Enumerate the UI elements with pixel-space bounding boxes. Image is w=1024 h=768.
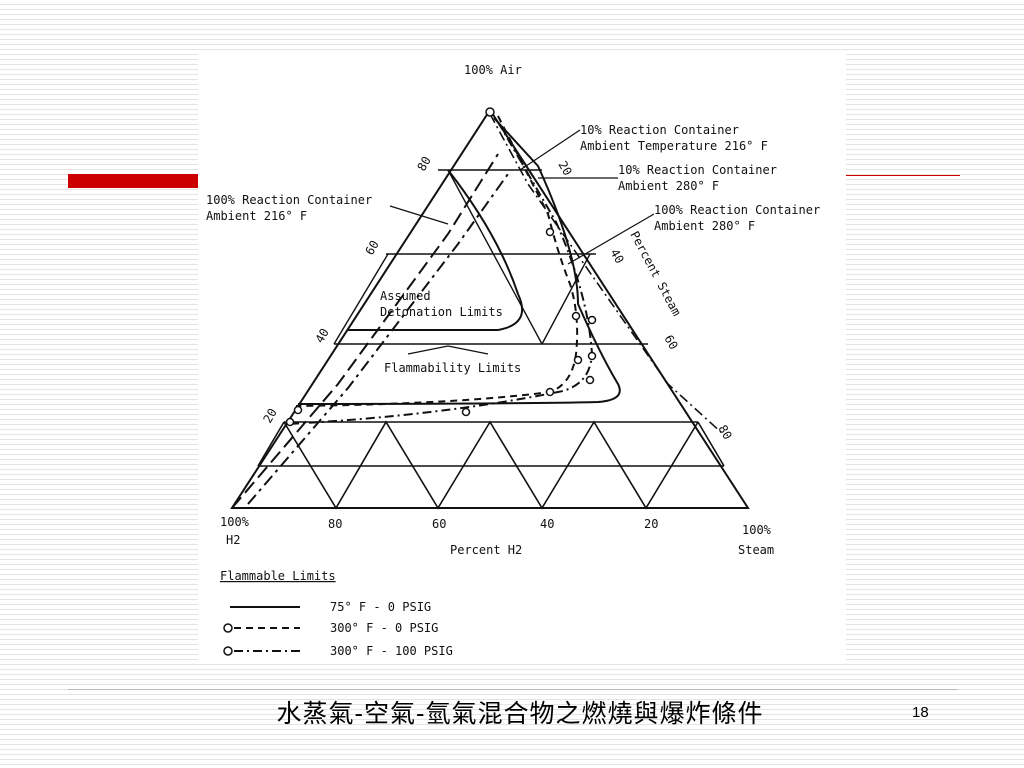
annotation-text: 100% Reaction Container — [206, 193, 372, 207]
left-tick-label: 40 — [312, 326, 331, 346]
apex-label-air: 100% Air — [464, 63, 522, 77]
annotation-text: Ambient 216° F — [206, 209, 307, 223]
axis-title-percent-h2: Percent H2 — [450, 543, 522, 557]
bottom-tick-label: 60 — [432, 517, 446, 531]
ternary-diagram: 100% Air 100% H2 100% Steam Percent H2 P… — [206, 63, 820, 658]
slide-title: 水蒸氣-空氣-氫氣混合物之燃燒與爆炸條件 — [276, 699, 764, 728]
legend-item: 300° F - 100 PSIG — [223, 644, 453, 658]
bottom-tick-label: 20 — [644, 517, 658, 531]
footer-divider — [68, 689, 958, 690]
slide-number: 18 — [912, 704, 929, 721]
guide-line-left-1 — [231, 153, 499, 509]
right-tick-label: 80 — [715, 423, 734, 443]
left-tick-label: 20 — [260, 406, 279, 426]
right-tick-label: 60 — [661, 333, 680, 353]
detonation-limit-curve — [348, 169, 523, 331]
svg-text:75° F - 0 PSIG: 75° F - 0 PSIG — [330, 600, 431, 614]
annotation-text: 10% Reaction Container — [618, 163, 777, 177]
annotation-text: Ambient 280° F — [654, 219, 755, 233]
left-tick-label: 80 — [414, 154, 433, 174]
triangle-outline — [230, 108, 750, 509]
apex-label-steam-percent: 100% — [742, 523, 772, 537]
right-tick-label: 20 — [555, 159, 574, 179]
annotation-text: 100% Reaction Container — [654, 203, 820, 217]
guide-line-right — [489, 113, 724, 435]
grid-inner — [333, 169, 591, 345]
curve-markers — [285, 107, 597, 427]
title-accent-bar — [68, 174, 208, 188]
apex-label-h2: H2 — [226, 533, 240, 547]
annotation-text: Ambient Temperature 216° F — [580, 139, 768, 153]
annotation-text: Detonation Limits — [380, 305, 503, 319]
bottom-tick-label: 40 — [540, 517, 554, 531]
axis-title-percent-steam: Percent Steam — [627, 229, 683, 319]
legend-item: 75° F - 0 PSIG — [230, 600, 431, 614]
annotation-text: Assumed — [380, 289, 431, 303]
annotation-text: 10% Reaction Container — [580, 123, 739, 137]
legend-item: 300° F - 0 PSIG — [223, 621, 438, 635]
right-tick-label: 40 — [607, 247, 626, 267]
apex-label-h2-percent: 100% — [220, 515, 250, 529]
curve-75F-0psig — [297, 117, 621, 405]
svg-text:300° F - 100 PSIG: 300° F - 100 PSIG — [330, 644, 453, 658]
curve-300F-0psig — [295, 115, 579, 407]
bottom-tick-label: 80 — [328, 517, 342, 531]
ternary-diagram-figure: 100% Air 100% H2 100% Steam Percent H2 P… — [198, 54, 846, 664]
annotation-text: Ambient 280° F — [618, 179, 719, 193]
curve-300F-100psig — [287, 121, 594, 425]
guide-line-left-2 — [247, 173, 509, 505]
grid-diagonal — [257, 420, 725, 510]
left-tick-label: 60 — [362, 238, 381, 258]
annotation-leaders — [389, 129, 655, 355]
title-accent-line — [846, 175, 960, 176]
svg-text:300° F - 0 PSIG: 300° F - 0 PSIG — [330, 621, 438, 635]
annotation-text: Flammability Limits — [384, 361, 521, 375]
legend-title: Flammable Limits — [220, 569, 336, 583]
apex-label-steam: Steam — [738, 543, 774, 557]
